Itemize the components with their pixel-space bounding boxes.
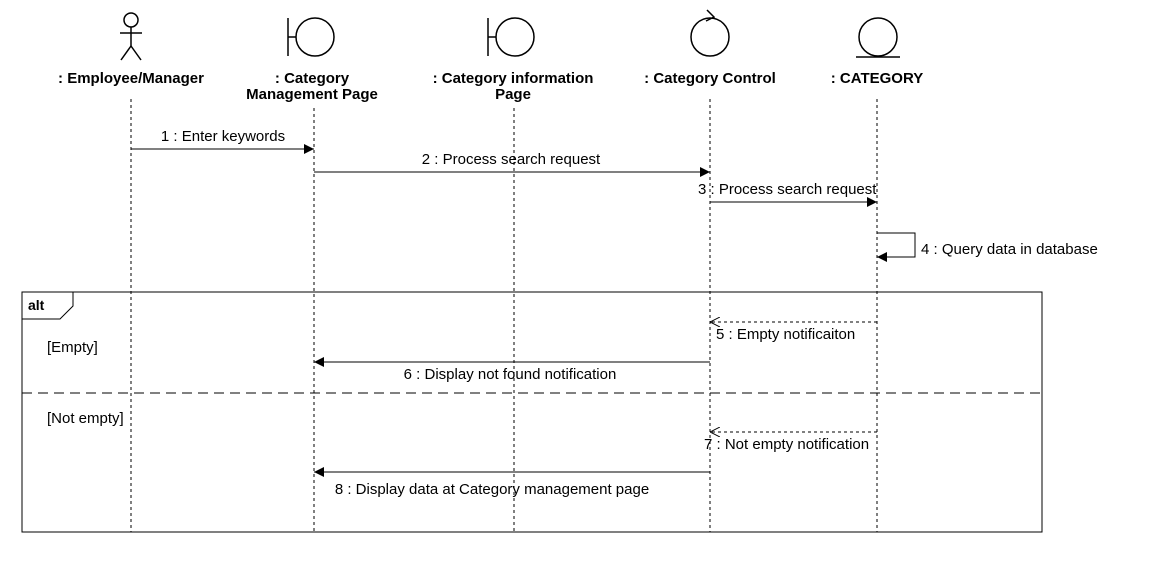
- lifeline-name-category-information-page-line2: Page: [495, 86, 531, 103]
- control-icon: [690, 9, 730, 57]
- message-label-5: 5 : Empty notificaiton: [716, 326, 855, 343]
- alt-fragment: [21, 291, 1043, 533]
- fragment-operator: alt: [28, 297, 45, 313]
- guard-empty: [Empty]: [47, 339, 98, 356]
- lifeline-name-category-control: : Category Control: [644, 70, 776, 87]
- boundary-icon: [287, 17, 335, 57]
- message-arrow-4: [877, 232, 916, 262]
- message-label-3: 3 : Process search request: [698, 181, 877, 198]
- message-label-7: 7 : Not empty notification: [704, 436, 869, 453]
- message-label-2: 2 : Process search request: [422, 151, 601, 168]
- lifeline-name-category-information-page: : Category information: [433, 70, 594, 87]
- message-label-4: 4 : Query data in database: [921, 241, 1098, 258]
- actor-icon: [120, 12, 142, 61]
- message-label-8: 8 : Display data at Category management …: [335, 481, 649, 498]
- lifeline-name-category-management-page-line2: Management Page: [246, 86, 378, 103]
- boundary-icon: [487, 17, 535, 57]
- message-label-1: 1 : Enter keywords: [161, 128, 285, 145]
- lifeline-name-category-management-page: : Category: [275, 70, 350, 87]
- lifeline-name-employee: : Employee/Manager: [58, 70, 204, 87]
- entity-icon: [856, 17, 900, 58]
- message-label-6: 6 : Display not found notification: [404, 366, 617, 383]
- lifeline-name-category: : CATEGORY: [831, 70, 924, 87]
- guard-not-empty: [Not empty]: [47, 410, 124, 427]
